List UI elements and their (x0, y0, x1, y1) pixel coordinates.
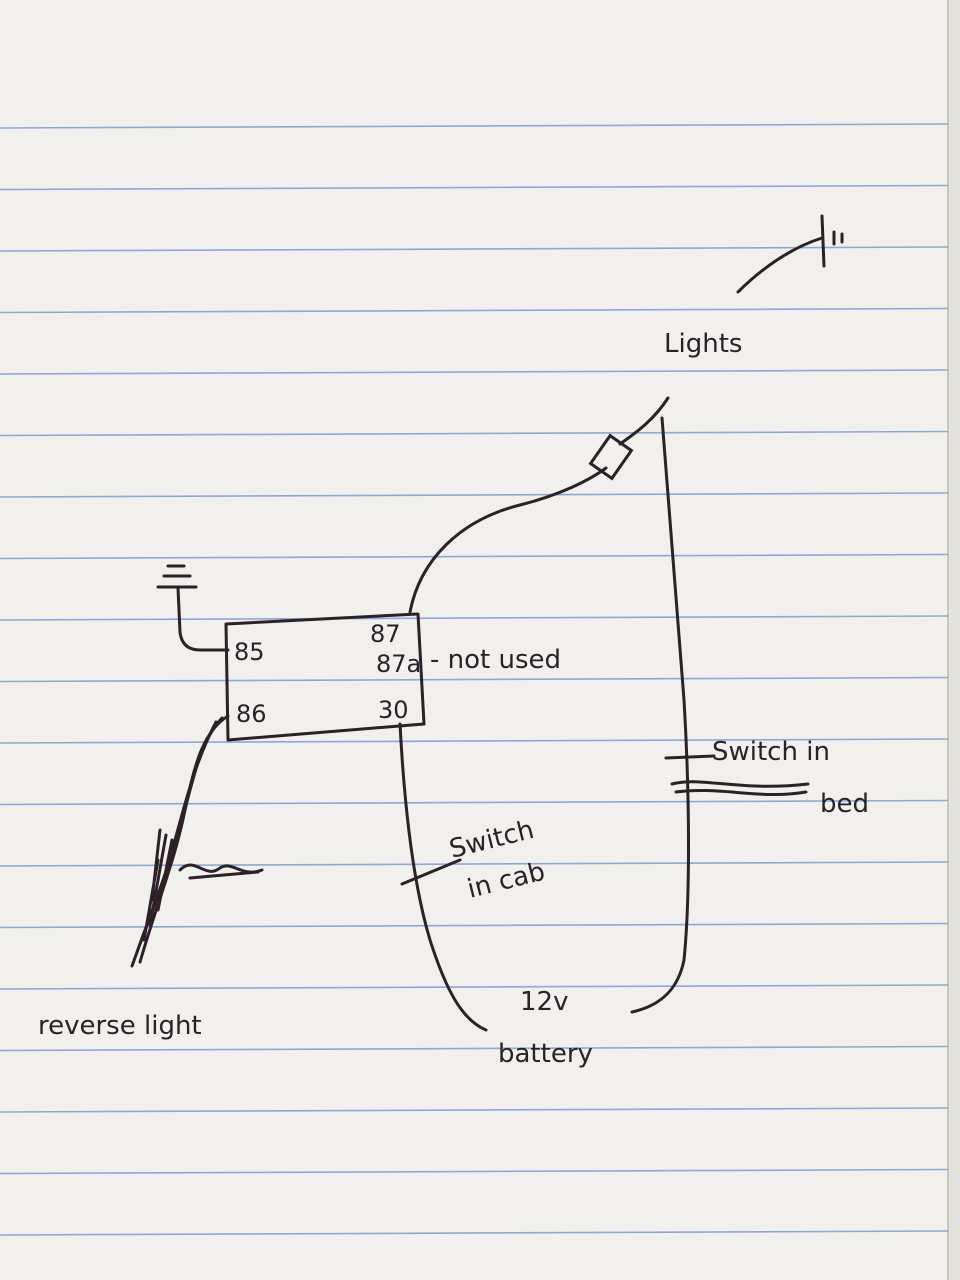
ruled-lines (0, 123, 949, 1236)
switch-in-cab-mark (400, 858, 462, 886)
pin-87a-label: 87a (376, 650, 421, 678)
wire-lights-to-battery (630, 416, 690, 1014)
wire-30-to-battery (398, 722, 488, 1032)
ruled-line (0, 492, 949, 498)
relay-box (224, 612, 426, 742)
ruled-line (0, 1107, 949, 1113)
ruled-line (0, 553, 949, 560)
ruled-line (0, 615, 949, 621)
crossed-out-scribble (178, 863, 264, 880)
ruled-line (0, 676, 949, 683)
lights-ground-wire (736, 236, 824, 294)
ruled-line (0, 184, 949, 191)
reverse-light-label: reverse light (38, 1011, 202, 1041)
ruled-line (0, 307, 949, 314)
ruled-line (0, 123, 949, 129)
ruled-line (0, 984, 949, 990)
ruled-line (0, 369, 949, 375)
not-used-label: - not used (430, 645, 561, 675)
ruled-line (0, 738, 949, 744)
pin-86-label: 86 (236, 700, 267, 728)
ruled-line (0, 430, 949, 437)
switch-in-bed-mark (664, 754, 716, 760)
switch-in-bed-label-2: bed (820, 789, 869, 819)
battery-label-1: 12v (520, 987, 568, 1017)
switch-in-bed-label-1: Switch in (712, 737, 830, 767)
lights-ground-symbol (820, 214, 844, 268)
pin-87-label: 87 (370, 620, 401, 648)
battery-label-2: battery (498, 1039, 593, 1069)
switch-in-bed-crossout (670, 780, 810, 797)
ruled-line (0, 1168, 949, 1175)
ruled-line (0, 1230, 949, 1236)
ground-wire-85 (176, 586, 230, 652)
ruled-line (0, 799, 949, 806)
wire-87-to-lights (408, 466, 608, 614)
reverse-light-wire-scribble (130, 716, 224, 968)
pin-30-label: 30 (378, 696, 409, 724)
lights-label: Lights (664, 329, 742, 359)
ruled-line (0, 246, 949, 252)
ruled-line (0, 1045, 949, 1052)
pin-85-label: 85 (234, 638, 265, 666)
wire-fuse-to-lights (618, 396, 670, 446)
ruled-line (0, 922, 949, 929)
